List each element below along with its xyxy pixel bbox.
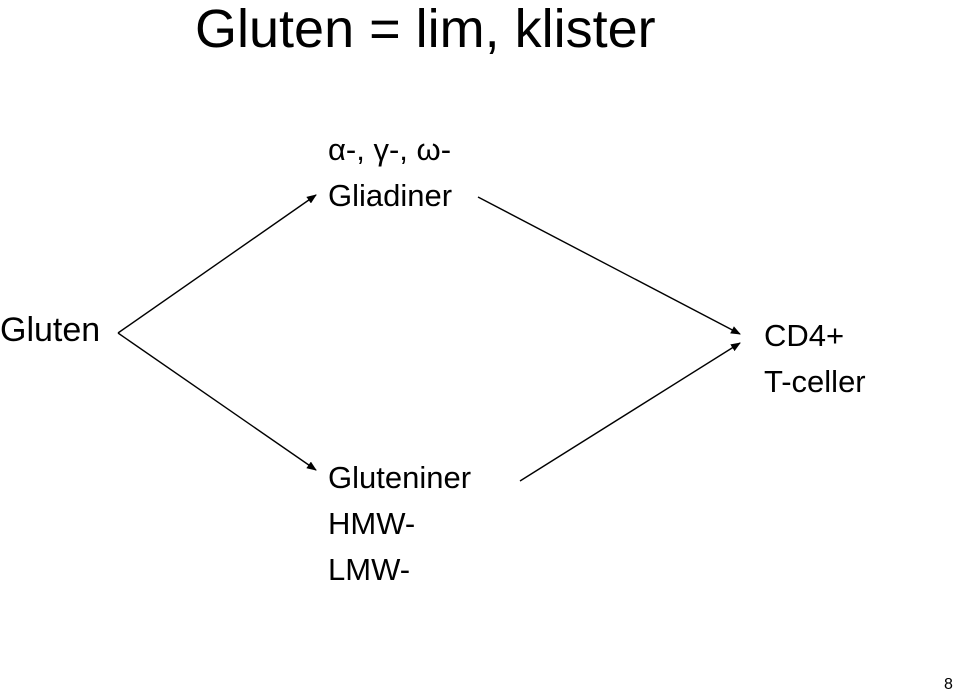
tcell-label: T-celler: [764, 364, 866, 399]
page-number: 8: [944, 676, 953, 693]
cd4-tcell-node: CD4+ T-celler: [764, 313, 866, 405]
gliadin-types: α-, γ-, ω-: [328, 132, 452, 167]
glutenin-lmw: LMW-: [328, 552, 411, 587]
arrow-glutenin-to-cd4: [519, 342, 741, 482]
gliadin-node: α-, γ-, ω- Gliadiner: [328, 127, 452, 219]
glutenin-name: Gluteniner: [328, 460, 472, 495]
arrow-gliadin-to-cd4: [477, 196, 741, 335]
glutenin-node: Gluteniner HMW- LMW-: [328, 455, 471, 593]
arrow-gluten-to-glutenin: [117, 332, 317, 471]
glutenin-hmw: HMW-: [328, 506, 416, 541]
slide-title: Gluten = lim, klister: [195, 0, 656, 59]
gliadin-name: Gliadiner: [328, 178, 453, 213]
cd4-label: CD4+: [764, 318, 845, 353]
gluten-node: Gluten: [0, 311, 101, 349]
arrow-gluten-to-gliadin: [117, 194, 317, 334]
